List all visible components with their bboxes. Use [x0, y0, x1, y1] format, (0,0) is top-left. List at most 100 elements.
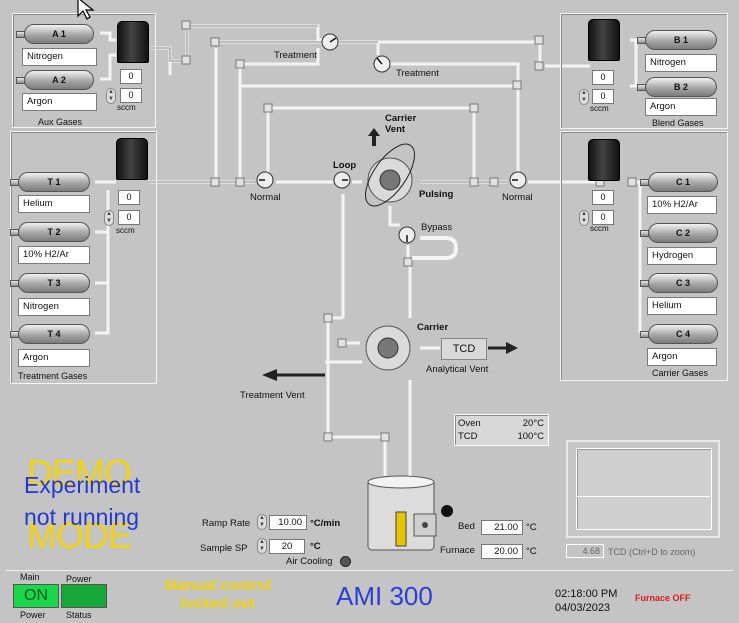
blend-gas-b1[interactable]: Nitrogen: [645, 54, 717, 72]
treatment-gas-t4[interactable]: Argon: [18, 349, 90, 367]
normal-right-label: Normal: [502, 192, 533, 203]
sample-sp-label: Sample SP: [200, 543, 248, 554]
blend-gas-b2[interactable]: Argon: [645, 98, 717, 116]
sample-sp-unit: °C: [310, 541, 321, 552]
carrier-unit: sccm: [590, 224, 609, 233]
power-status-bottom-label: Status: [66, 610, 92, 620]
carrier-cylinder-c2[interactable]: C 2: [640, 223, 718, 243]
carrier-cylinder-c1[interactable]: C 1: [640, 172, 718, 192]
blend-mfc: [588, 19, 620, 61]
aux-gases-title: Aux Gases: [38, 117, 83, 127]
treatment-flow-2[interactable]: 0: [118, 210, 140, 225]
ramp-rate-spinner[interactable]: ▲▼: [257, 514, 267, 530]
aux-flow-1[interactable]: 0: [120, 69, 142, 84]
power-status-top-label: Power: [66, 574, 92, 584]
tcd-detector[interactable]: TCD: [441, 338, 487, 360]
treatment-gases-title: Treatment Gases: [18, 371, 88, 381]
oven-value: 20°C: [522, 418, 544, 429]
tcd-value: 4.68: [566, 544, 604, 558]
tcd-temp-value: 100°C: [517, 431, 544, 442]
blend-flow-spinner[interactable]: ▲▼: [579, 89, 589, 105]
experiment-status-2: not running: [24, 504, 140, 530]
carrier-gas-c3[interactable]: Helium: [647, 297, 717, 315]
carrier-mfc: [588, 139, 620, 181]
air-cooling-indicator[interactable]: [340, 556, 351, 567]
treatment-flow-1[interactable]: 0: [118, 190, 140, 205]
temperature-readout: Oven 20°C TCD 100°C: [454, 414, 549, 446]
carrier-cylinder-c3[interactable]: C 3: [640, 273, 718, 293]
carrier-gas-c2[interactable]: Hydrogen: [647, 247, 717, 265]
aux-cylinder-a2[interactable]: A 2: [16, 70, 94, 90]
aux-flow-2[interactable]: 0: [120, 88, 142, 103]
tcd-zoom-hint: TCD (Ctrl+D to zoom): [608, 547, 696, 557]
blend-gases-panel: [560, 13, 728, 129]
sample-sp-spinner[interactable]: ▲▼: [257, 538, 267, 554]
demo-mode-text-1: DEMO: [27, 452, 132, 493]
blend-cylinder-b1[interactable]: B 1: [637, 30, 717, 50]
aux-flow-spinner[interactable]: ▲▼: [106, 88, 116, 104]
mouse-cursor-icon: [77, 0, 95, 20]
treatment-cylinder-t2[interactable]: T 2: [10, 222, 90, 242]
carrier-flow-1[interactable]: 0: [592, 190, 614, 205]
sample-sp-input[interactable]: 20: [269, 539, 305, 554]
treatment-cylinder-t1[interactable]: T 1: [10, 172, 90, 192]
ramp-rate-input[interactable]: 10.00: [269, 515, 307, 530]
demo-mode-text-2: MODE: [27, 515, 132, 556]
tcd-graph-area: [576, 448, 712, 530]
tcd-graph-divider: [577, 496, 710, 497]
blend-gases-title: Blend Gases: [652, 118, 704, 128]
treatment-flow-spinner[interactable]: ▲▼: [104, 210, 114, 226]
treatment-valve-1-label: Treatment: [274, 50, 317, 61]
treatment-gas-t3[interactable]: Nitrogen: [18, 298, 90, 316]
treatment-cylinder-t3[interactable]: T 3: [10, 273, 90, 293]
main-power-button[interactable]: ON: [13, 584, 59, 608]
loop-label: Loop: [333, 160, 357, 171]
treatment-cylinder-t4[interactable]: T 4: [10, 324, 90, 344]
bed-unit: °C: [526, 522, 537, 533]
bypass-label: Bypass: [421, 222, 453, 233]
blend-cylinder-b2[interactable]: B 2: [637, 77, 717, 97]
treatment-gases-panel: [10, 131, 157, 384]
carrier-flow-2[interactable]: 0: [592, 210, 614, 225]
status-bar: Main Power ON Power Status Manual contro…: [6, 570, 733, 623]
carrier-flow-spinner[interactable]: ▲▼: [579, 210, 589, 226]
aux-mfc: [117, 21, 149, 63]
aux-cylinder-a1[interactable]: A 1: [16, 24, 94, 44]
furnace-temp: 20.00: [481, 544, 523, 559]
ramp-rate-label: Ramp Rate: [202, 518, 251, 529]
main-power-top-label: Main: [20, 572, 40, 582]
carrier-gas-c1[interactable]: 10% H2/Ar: [647, 196, 717, 214]
bed-temp: 21.00: [481, 520, 523, 535]
blend-flow-2[interactable]: 0: [592, 89, 614, 104]
pulsing-label: Pulsing: [419, 189, 454, 200]
main-power-bottom-label: Power: [20, 610, 46, 620]
power-status-indicator: [61, 584, 107, 608]
manual-control-status: Manual control locked out: [156, 577, 280, 613]
aux-gas-a2[interactable]: Argon: [22, 93, 97, 111]
clock-time: 02:18:00 PM: [555, 588, 618, 600]
carrier-label: Carrier: [417, 322, 449, 333]
treatment-gas-t1[interactable]: Helium: [18, 195, 90, 213]
tcd-graph[interactable]: [566, 440, 720, 538]
carrier-vent-label: Carrier Vent: [385, 113, 417, 135]
aux-gas-a1[interactable]: Nitrogen: [22, 48, 97, 66]
ramp-rate-unit: °C/min: [310, 518, 341, 529]
carrier-gas-c4[interactable]: Argon: [647, 348, 717, 366]
experiment-status-1: Experiment: [24, 472, 141, 498]
blend-unit: sccm: [590, 104, 609, 113]
manual-control-line-1: Manual control: [164, 577, 272, 594]
treatment-mfc: [116, 138, 148, 180]
air-cooling-label: Air Cooling: [286, 556, 333, 567]
carrier-cylinder-c4[interactable]: C 4: [640, 324, 718, 344]
furnace-unit: °C: [526, 546, 537, 557]
treatment-gas-t2[interactable]: 10% H2/Ar: [18, 246, 90, 264]
app-name: AMI 300: [336, 581, 433, 611]
analytical-vent-label: Analytical Vent: [426, 364, 489, 375]
blend-flow-1[interactable]: 0: [592, 70, 614, 85]
normal-left-label: Normal: [250, 192, 281, 203]
carrier-gases-panel: [560, 131, 728, 381]
aux-unit: sccm: [117, 103, 136, 112]
treatment-unit: sccm: [116, 226, 135, 235]
manual-control-line-2: locked out: [180, 595, 256, 612]
